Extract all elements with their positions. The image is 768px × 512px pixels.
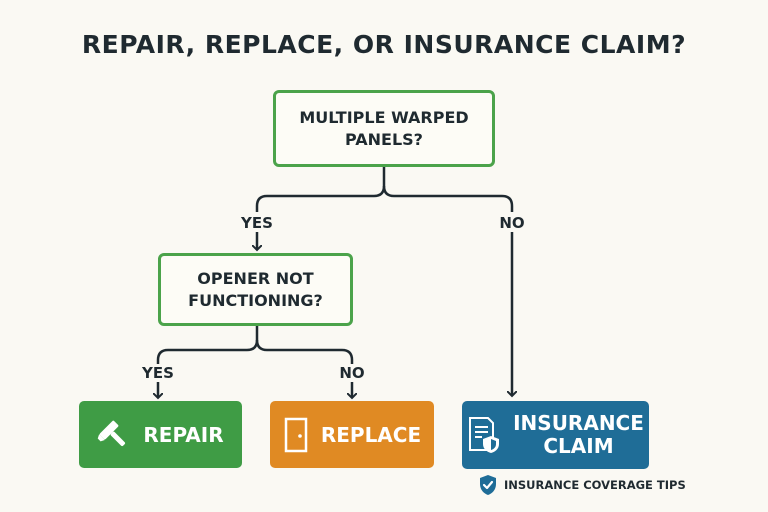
outcome-claim-line1: INSURANCE [513, 411, 644, 435]
outcome-insurance-claim: INSURANCE CLAIM [462, 401, 649, 469]
outcome-repair-label: REPAIR [143, 422, 224, 447]
document-shield-icon [467, 416, 501, 454]
question-warped-panels-line1: MULTIPLE WARPED [299, 107, 469, 127]
question-opener-not-functioning: OPENER NOT FUNCTIONING? [158, 253, 353, 326]
outcome-replace-label: REPLACE [320, 422, 422, 447]
insurance-coverage-tips-label: INSURANCE COVERAGE TIPS [504, 478, 686, 492]
outcome-claim-line2: CLAIM [543, 434, 614, 458]
question-warped-panels: MULTIPLE WARPED PANELS? [273, 90, 495, 167]
page-title: REPAIR, REPLACE, OR INSURANCE CLAIM? [81, 30, 687, 59]
edge-label-q1-no: NO [499, 214, 525, 232]
insurance-coverage-tips: INSURANCE COVERAGE TIPS [478, 474, 686, 496]
question-warped-panels-line2: PANELS? [345, 129, 423, 149]
connector-q1-right [382, 185, 514, 212]
connector-q1-stem [255, 167, 386, 212]
door-icon [283, 417, 309, 453]
question-opener-line2: FUNCTIONING? [188, 290, 323, 310]
connector-q2-right [255, 339, 354, 364]
edge-label-q2-no: NO [339, 364, 365, 382]
edge-label-q1-yes: YES [241, 214, 273, 232]
shield-check-icon [478, 474, 498, 496]
outcome-repair: REPAIR [79, 401, 242, 468]
hammer-icon [97, 418, 131, 452]
outcome-replace: REPLACE [270, 401, 434, 468]
question-opener-line1: OPENER NOT [197, 268, 314, 288]
edge-label-q2-yes: YES [142, 364, 174, 382]
connector-q2-stem [156, 326, 259, 364]
